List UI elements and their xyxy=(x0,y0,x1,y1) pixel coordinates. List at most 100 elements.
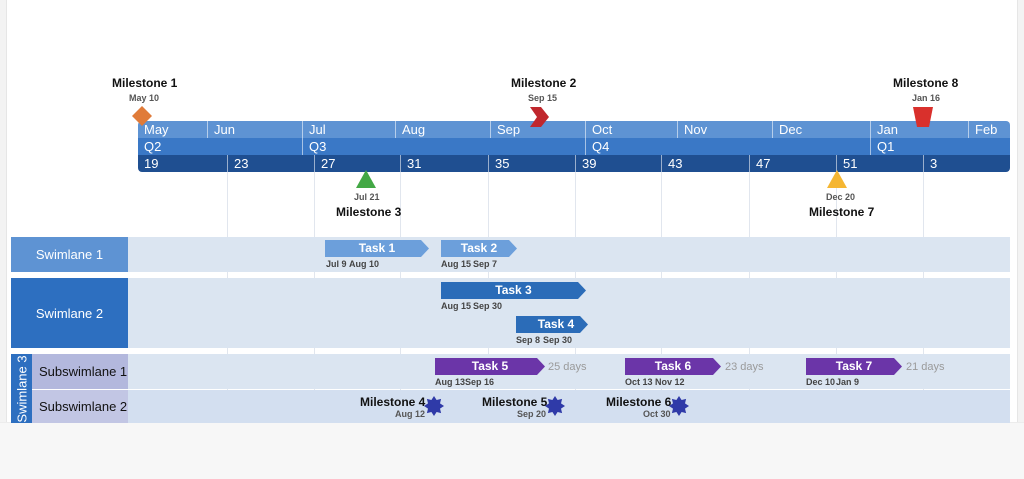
month-cell: Jul xyxy=(302,121,395,138)
milestone-5-title: Milestone 5 xyxy=(482,395,548,409)
month-cell: Dec xyxy=(772,121,870,138)
milestone-7-triangle-icon[interactable] xyxy=(826,169,848,189)
milestone-2-chevron-icon[interactable] xyxy=(529,106,551,128)
left-edge xyxy=(0,0,7,479)
milestone-5-date: Sep 20 xyxy=(517,409,547,419)
subswimlane-1-label[interactable]: Subswimlane 1 xyxy=(32,354,128,389)
milestone-6-star-icon[interactable] xyxy=(669,396,689,416)
task-6-label: Task 6 xyxy=(654,359,692,373)
task-5-end: Sep 16 xyxy=(465,377,495,387)
month-cell: Aug xyxy=(395,121,490,138)
right-edge xyxy=(1017,0,1024,479)
milestone-1-diamond-icon[interactable] xyxy=(131,105,153,127)
task-5-duration: 25 days xyxy=(548,361,587,373)
swimlane-1-label[interactable]: Swimlane 1 xyxy=(11,237,128,272)
task-7-end: Jan 9 xyxy=(836,377,860,387)
month-cell: Jun xyxy=(207,121,302,138)
week-cell: 43 xyxy=(661,155,749,172)
milestone-7-title: Milestone 7 xyxy=(809,205,875,219)
quarter-cell: Q1 xyxy=(870,138,1010,155)
month-cell: Feb xyxy=(968,121,1010,138)
task-7-arrow-shape xyxy=(806,358,902,375)
subswimlane-2-label[interactable]: Subswimlane 2 xyxy=(32,390,128,423)
milestone-5-star-icon[interactable] xyxy=(545,396,565,416)
task-7-start: Dec 10 xyxy=(806,377,836,387)
subswimlane-2-row xyxy=(128,390,1010,423)
task-1-bar[interactable]: Task 1 xyxy=(325,240,429,257)
task-5-arrow-shape xyxy=(435,358,545,375)
task-1-arrow-shape xyxy=(325,240,429,257)
month-cell: Nov xyxy=(677,121,772,138)
task-3-end: Sep 30 xyxy=(473,301,503,311)
swimlane-2-text: Swimlane 2 xyxy=(35,305,104,321)
task-1-start: Jul 9 xyxy=(326,259,347,269)
swimlane-3-text: Swimlane 3 xyxy=(14,354,29,423)
task-6-end: Nov 12 xyxy=(655,377,685,387)
task-5-start: Aug 13 xyxy=(435,377,466,387)
swimlane-1-text: Swimlane 1 xyxy=(35,247,104,262)
week-cell: 35 xyxy=(488,155,575,172)
task-3-label: Task 3 xyxy=(495,283,532,297)
milestone-2-date: Sep 15 xyxy=(528,93,558,103)
task-5-bar[interactable]: Task 5 xyxy=(435,358,545,375)
milestone-3-triangle-icon[interactable] xyxy=(355,169,377,189)
milestone-8-date: Jan 16 xyxy=(912,93,941,103)
task-1-end: Aug 10 xyxy=(349,259,380,269)
task-4-end: Sep 30 xyxy=(543,335,573,345)
timescale-months[interactable]: May Jun Jul Aug Sep Oct Nov Dec Jan Feb xyxy=(138,121,1010,138)
milestone-4-title: Milestone 4 xyxy=(360,395,426,409)
bottom-area xyxy=(0,422,1024,479)
week-cell: 27 xyxy=(314,155,400,172)
milestone-3-title: Milestone 3 xyxy=(336,205,402,219)
milestone-8-title: Milestone 8 xyxy=(893,76,959,90)
task-5-label: Task 5 xyxy=(471,359,509,373)
task-1-label: Task 1 xyxy=(358,241,396,255)
task-7-bar[interactable]: Task 7 xyxy=(806,358,902,375)
week-cell: 3 xyxy=(923,155,1010,172)
swimlane-2-label[interactable]: Swimlane 2 xyxy=(11,278,128,348)
milestone-3-date: Jul 21 xyxy=(354,192,380,202)
milestone-4-date: Aug 12 xyxy=(395,409,426,419)
task-4-label: Task 4 xyxy=(537,317,575,331)
month-cell: Jan xyxy=(870,121,968,138)
timescale-quarters[interactable]: Q2 Q3 Q4 Q1 xyxy=(138,138,1010,155)
week-cell: 23 xyxy=(227,155,314,172)
task-7-label: Task 7 xyxy=(835,359,873,373)
task-2-end: Sep 7 xyxy=(473,259,498,269)
quarter-cell: Q4 xyxy=(585,138,870,155)
milestone-1-title: Milestone 1 xyxy=(112,76,178,90)
task-4-bar[interactable]: Task 4 xyxy=(516,316,588,333)
week-cell: 47 xyxy=(749,155,836,172)
task-3-bar[interactable]: Task 3 xyxy=(441,282,586,299)
milestone-6-date: Oct 30 xyxy=(643,409,671,419)
month-cell: May xyxy=(144,122,169,137)
swimlane-3-label[interactable]: Swimlane 3 xyxy=(11,354,32,423)
task-6-bar[interactable]: Task 6 xyxy=(625,358,721,375)
week-cell: 19 xyxy=(144,156,159,171)
week-cell: 51 xyxy=(836,155,923,172)
task-2-bar[interactable]: Task 2 xyxy=(441,240,517,257)
task-6-start: Oct 13 xyxy=(625,377,653,387)
week-cell: 39 xyxy=(575,155,661,172)
milestone-1-date: May 10 xyxy=(129,93,160,103)
month-cell: Oct xyxy=(585,121,677,138)
task-4-start: Sep 8 xyxy=(516,335,541,345)
quarter-cell: Q2 xyxy=(144,139,162,154)
milestone-7-date: Dec 20 xyxy=(826,192,856,202)
milestone-8-trapezoid-icon[interactable] xyxy=(912,106,934,128)
task-4-arrow-shape xyxy=(516,316,588,333)
task-6-duration: 23 days xyxy=(725,361,764,373)
task-3-start: Aug 15 xyxy=(441,301,472,311)
task-7-duration: 21 days xyxy=(906,361,945,373)
quarter-cell: Q3 xyxy=(302,138,585,155)
timescale-weeks[interactable]: 19 23 27 31 35 39 43 47 51 3 xyxy=(138,155,1010,172)
week-cell: 31 xyxy=(400,155,488,172)
task-2-arrow-shape xyxy=(441,240,517,257)
task-2-label: Task 2 xyxy=(460,241,498,255)
milestone-2-title: Milestone 2 xyxy=(511,76,577,90)
task-2-start: Aug 15 xyxy=(441,259,472,269)
milestone-6-title: Milestone 6 xyxy=(606,395,672,409)
task-6-arrow-shape xyxy=(625,358,721,375)
milestone-4-star-icon[interactable] xyxy=(424,396,444,416)
